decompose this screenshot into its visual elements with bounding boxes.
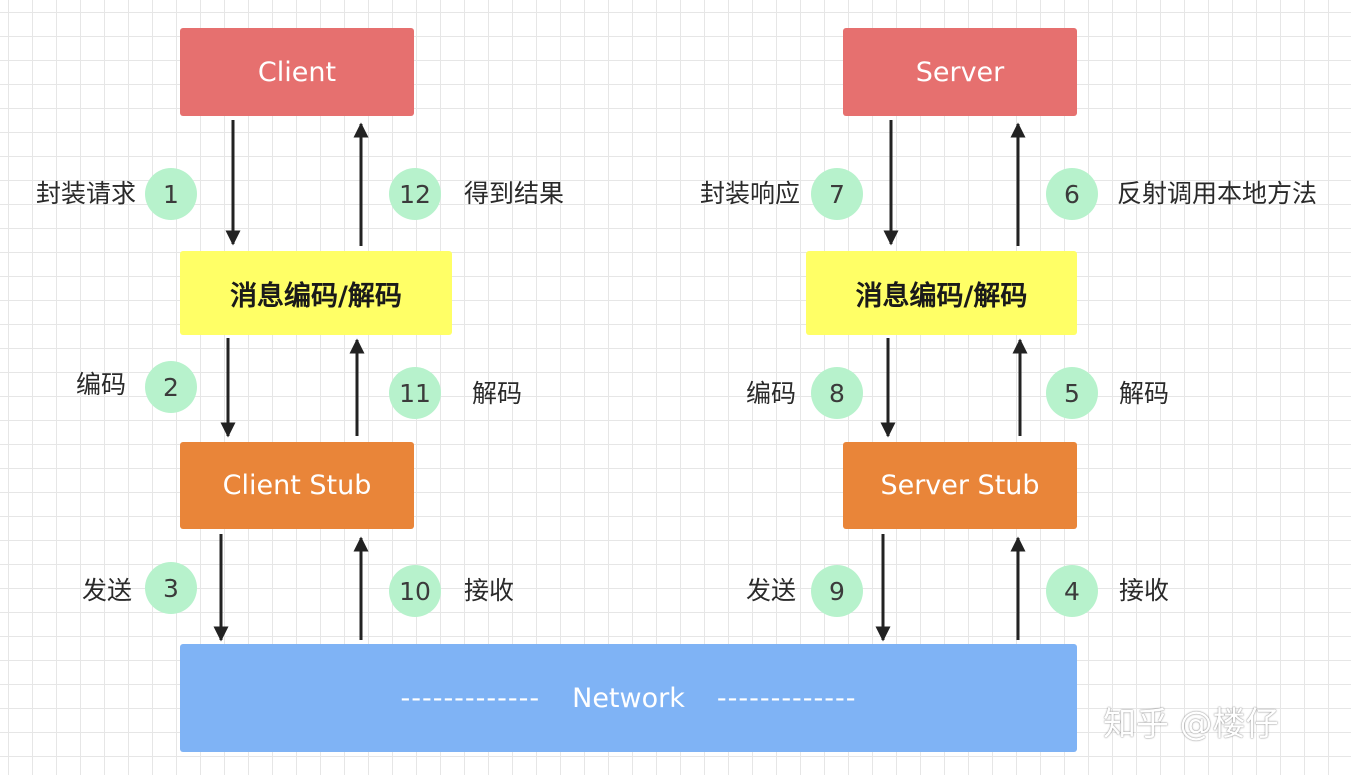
step-2-label: 编码 [75, 370, 126, 399]
step-6-badge: 6 [1046, 168, 1098, 220]
step-11-label: 解码 [472, 379, 523, 408]
network-box: ------------- Network ------------- [180, 644, 1077, 752]
step-9-badge: 9 [811, 565, 863, 617]
network-dashes-left: ------------- [400, 682, 541, 714]
step-1-label: 封装请求 [35, 179, 136, 208]
watermark: 知乎 @楼仔 [1103, 704, 1279, 743]
step-5-badge: 5 [1046, 367, 1098, 419]
step-4-badge: 4 [1046, 565, 1098, 617]
network-label: Network [572, 682, 685, 714]
step-3-badge: 3 [145, 562, 197, 614]
step-2-badge: 2 [145, 361, 197, 413]
network-dashes-right: ------------- [716, 682, 857, 714]
step-8-label: 编码 [745, 379, 796, 408]
step-10-label: 接收 [464, 576, 515, 605]
server-codec-box: 消息编码/解码 [806, 251, 1077, 335]
step-4-label: 接收 [1119, 576, 1170, 605]
step-5-label: 解码 [1119, 379, 1170, 408]
step-9-label: 发送 [745, 576, 796, 605]
client-codec-box: 消息编码/解码 [180, 251, 452, 335]
step-1-badge: 1 [145, 168, 197, 220]
step-7-badge: 7 [811, 168, 863, 220]
server-box: Server [843, 28, 1077, 116]
server-label: Server [915, 56, 1005, 88]
server-stub-label: Server Stub [880, 470, 1040, 501]
step-12-badge: 12 [389, 168, 441, 220]
step-3-label: 发送 [81, 576, 132, 605]
step-7-label: 封装响应 [699, 179, 800, 208]
client-stub-box: Client Stub [180, 442, 414, 529]
server-codec-label: 消息编码/解码 [855, 280, 1028, 312]
client-stub-label: Client Stub [222, 470, 372, 501]
step-10-badge: 10 [389, 565, 441, 617]
step-11-badge: 11 [389, 367, 441, 419]
step-12-label: 得到结果 [464, 179, 565, 208]
step-6-label: 反射调用本地方法 [1117, 179, 1318, 208]
step-8-badge: 8 [811, 367, 863, 419]
server-stub-box: Server Stub [843, 442, 1077, 529]
client-box: Client [180, 28, 414, 116]
client-codec-label: 消息编码/解码 [230, 280, 402, 312]
client-label: Client [257, 56, 337, 88]
